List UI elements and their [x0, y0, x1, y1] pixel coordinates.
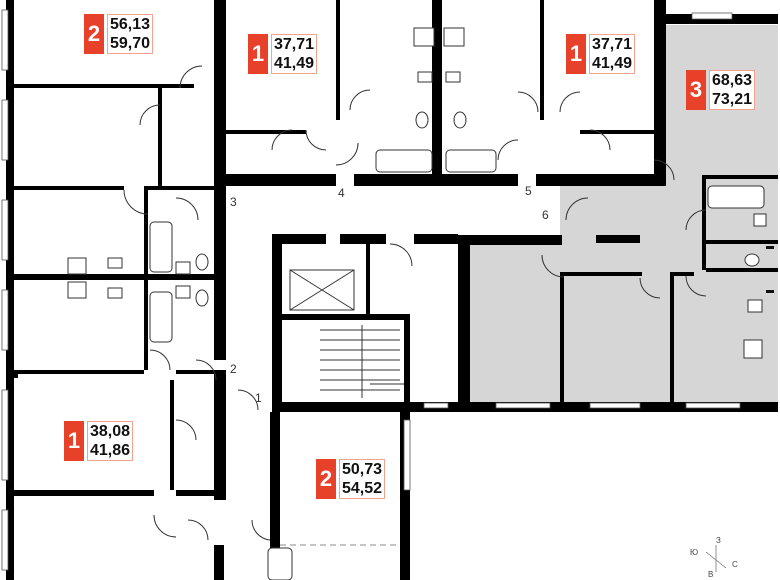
windows: [1, 9, 741, 571]
compass-west: Ю: [690, 548, 699, 557]
room-count: 1: [248, 34, 268, 74]
bathtubs: [149, 149, 765, 580]
area-values: 37,71 41,49: [271, 34, 318, 74]
area-total: 73,21: [712, 91, 753, 108]
apartment-badge[interactable]: 3 68,63 73,21: [686, 70, 756, 110]
area-total: 41,49: [274, 55, 315, 72]
area-values: 38,08 41,86: [87, 421, 134, 461]
area-total: 59,70: [110, 35, 151, 52]
area-values: 56,13 59,70: [107, 14, 154, 54]
door-number: 4: [338, 186, 345, 200]
apartment-badge[interactable]: 1 37,71 41,49: [248, 34, 318, 74]
compass-east: С: [732, 560, 738, 569]
area-living: 68,63: [712, 72, 753, 89]
area-values: 37,71 41,49: [589, 34, 636, 74]
door-swings: [123, 65, 707, 541]
room-count: 1: [64, 421, 84, 461]
compass-lines: [705, 545, 727, 572]
area-living: 56,13: [110, 16, 151, 33]
room-count: 2: [84, 14, 104, 54]
door-number: 5: [525, 184, 532, 198]
door-number: 1: [255, 391, 262, 405]
fixtures: [67, 27, 767, 359]
door-number: 6: [542, 208, 549, 222]
apartment-badge[interactable]: 1 37,71 41,49: [566, 34, 636, 74]
room-count: 1: [566, 34, 586, 74]
apartment-badge[interactable]: 1 38,08 41,86: [64, 421, 134, 461]
area-living: 50,73: [342, 461, 383, 478]
area-living: 37,71: [274, 36, 315, 53]
area-values: 68,63 73,21: [709, 70, 756, 110]
apartment-badge[interactable]: 2 56,13 59,70: [84, 14, 154, 54]
room-count: 3: [686, 70, 706, 110]
area-total: 41,49: [592, 55, 633, 72]
area-living: 37,71: [592, 36, 633, 53]
area-total: 54,52: [342, 480, 383, 497]
facade-marks: [766, 246, 774, 293]
door-number: 2: [230, 362, 237, 376]
elevator-shaft: [289, 269, 355, 311]
room-count: 2: [316, 459, 336, 499]
area-total: 41,86: [90, 442, 131, 459]
stairs: [320, 325, 404, 398]
area-living: 38,08: [90, 423, 131, 440]
compass-south: В: [708, 570, 714, 579]
door-number: 3: [230, 195, 237, 209]
area-values: 50,73 54,52: [339, 459, 386, 499]
apartment-badge[interactable]: 2 50,73 54,52: [316, 459, 386, 499]
compass-north: З: [716, 536, 721, 545]
